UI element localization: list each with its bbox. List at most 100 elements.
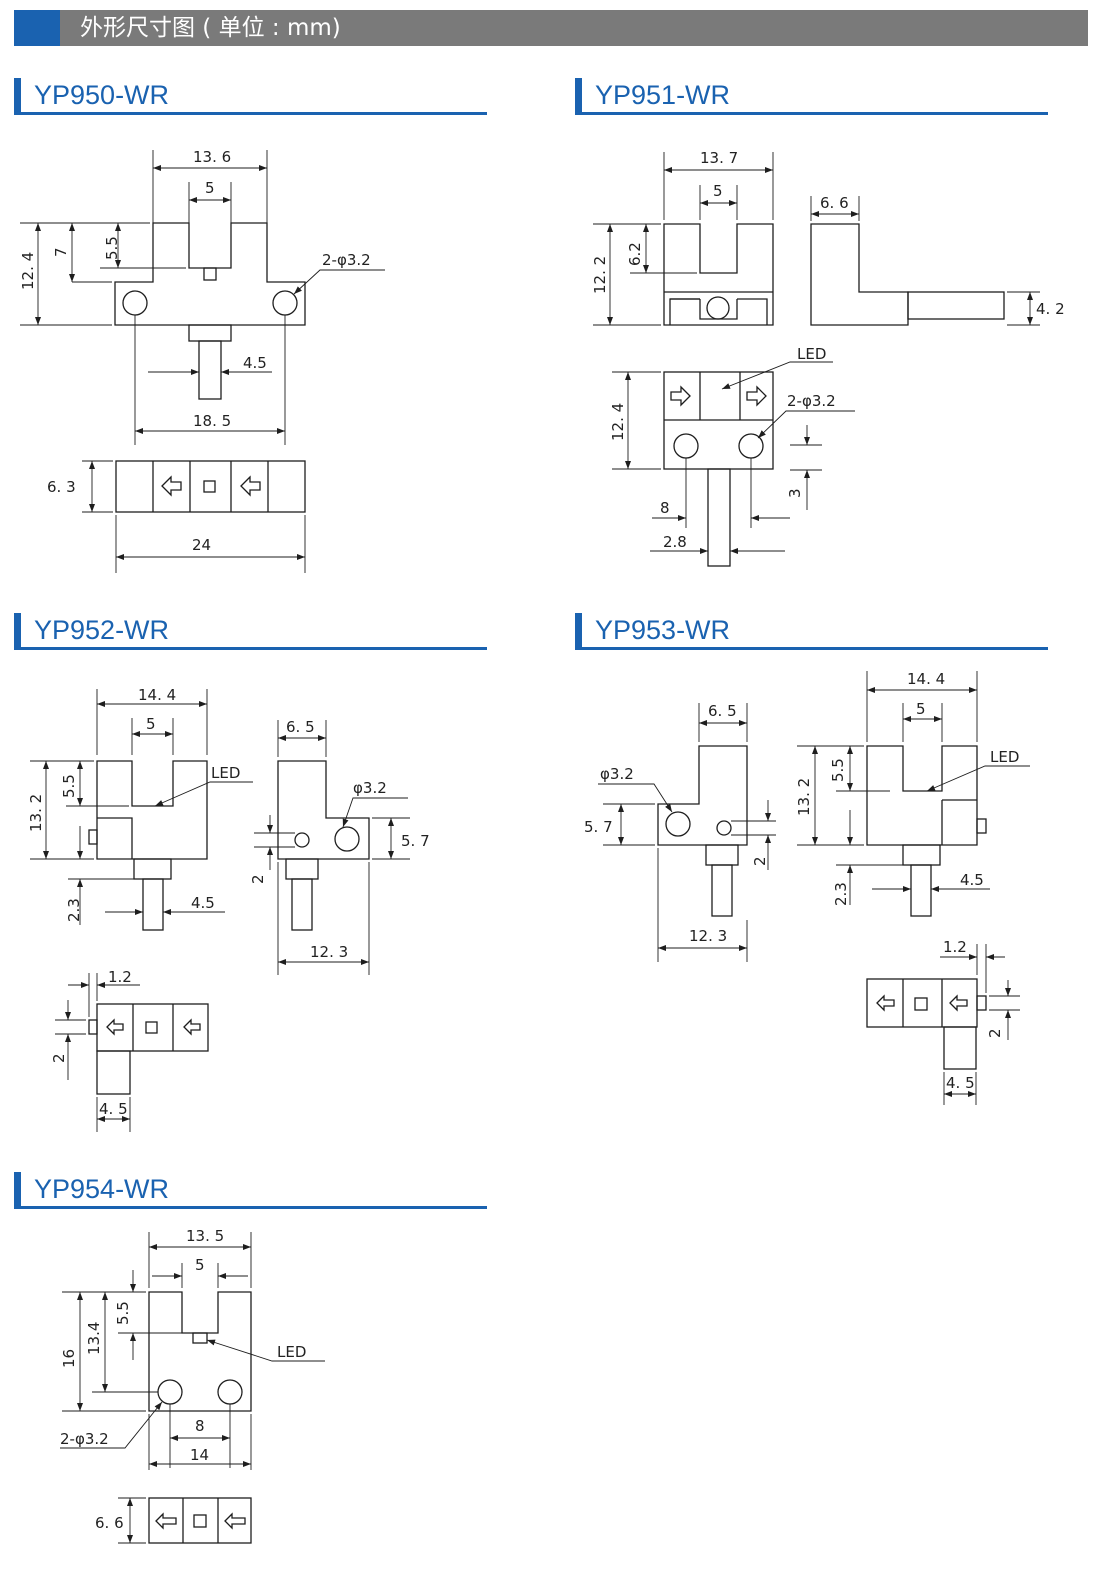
- section-accent-bar: [14, 1172, 21, 1206]
- drawing-yp954: 13. 5 5 16 13.4 5.5 LED 2-φ3.2 8 14 6. 6: [60, 1227, 325, 1544]
- top-view-outline: [115, 460, 306, 513]
- emitter-window: [914, 997, 928, 1011]
- label-led: LED: [277, 1343, 306, 1361]
- connector-pin: [707, 468, 731, 567]
- connector-pin: [198, 340, 222, 400]
- arrow-left-icon: [183, 1018, 201, 1036]
- led-bump: [192, 1332, 208, 1344]
- connector-pin: [291, 878, 313, 931]
- dim-16: 16: [60, 1349, 78, 1368]
- dim-12-3: 12. 3: [689, 927, 727, 945]
- arrow-left-icon: [240, 475, 261, 497]
- mounting-hole: [673, 433, 699, 459]
- section-accent-bar: [575, 613, 582, 647]
- drawing-yp951: 13. 7 5 12. 2 6.2 6. 6 4. 2 12. 4 LED 2-…: [591, 0, 1065, 567]
- dim-6-5: 6. 5: [286, 718, 315, 736]
- arrow-left-icon: [161, 475, 182, 497]
- dim-5: 5: [195, 1256, 205, 1274]
- dim-4-5: 4. 5: [99, 1100, 128, 1118]
- label-led: LED: [797, 345, 826, 363]
- section-rule: [14, 647, 487, 650]
- dim-hole-dia: φ3.2: [600, 765, 634, 783]
- side-view-outline: [810, 223, 909, 326]
- sensor-body-outline: [866, 745, 978, 846]
- dim-12-4: 12. 4: [609, 403, 627, 441]
- dim-2-8: 2.8: [663, 533, 687, 551]
- dim-6-6: 6. 6: [820, 194, 849, 212]
- section-rule: [575, 647, 1048, 650]
- section-accent-bar: [14, 78, 21, 112]
- dim-hole-dia: 2-φ3.2: [787, 392, 836, 410]
- dim-2-3: 2.3: [65, 898, 83, 922]
- dim-2-3: 2.3: [832, 882, 850, 906]
- sensor-body-outline: [114, 222, 306, 326]
- led-bump: [88, 829, 98, 845]
- dim-13-5: 13. 5: [186, 1227, 224, 1245]
- dim-hole-dia: 2-φ3.2: [322, 251, 371, 269]
- dim-12-4: 12. 4: [19, 252, 37, 290]
- dim-5-5: 5.5: [829, 758, 847, 782]
- section-rule: [575, 112, 1048, 115]
- label-led: LED: [211, 764, 240, 782]
- cable-stub: [907, 291, 1005, 320]
- dim-5-7: 5. 7: [401, 832, 430, 850]
- page-header: 外形尺寸图 ( 单位 : mm): [14, 10, 1088, 46]
- led-hole: [716, 820, 732, 836]
- model-name: YP954-WR: [34, 1174, 170, 1204]
- dim-4-5: 4. 5: [946, 1074, 975, 1092]
- led-bump: [88, 1019, 98, 1035]
- section-rule: [14, 1206, 487, 1209]
- dim-8: 8: [660, 499, 670, 517]
- dim-2: 2: [751, 856, 769, 866]
- mounting-hole: [217, 1379, 243, 1405]
- dim-18-5: 18. 5: [193, 412, 231, 430]
- dim-5: 5: [713, 182, 723, 200]
- dim-1-2: 1.2: [108, 968, 132, 986]
- dim-13-2: 13. 2: [795, 778, 813, 816]
- section-yp954: YP954-WR: [14, 1170, 487, 1209]
- connector-pin: [711, 864, 733, 917]
- top-view-outline: [96, 1003, 209, 1052]
- drawing-yp953: 6. 5 φ3.2 5. 7 2 12. 3 14. 4 5 13. 2 5.5…: [584, 670, 1030, 1105]
- sensor-body-outline: [96, 760, 208, 860]
- dim-12-3: 12. 3: [310, 943, 348, 961]
- connector-base: [188, 324, 232, 342]
- side-view-outline: [657, 745, 748, 846]
- connector-pin: [910, 864, 932, 917]
- arrow-right-icon: [746, 385, 767, 407]
- emitter-window: [203, 480, 216, 493]
- dim-13-6: 13. 6: [193, 148, 231, 166]
- model-name: YP950-WR: [34, 80, 170, 110]
- dim-6-3: 6. 3: [47, 478, 76, 496]
- led-bump: [976, 995, 987, 1011]
- side-view-outline: [277, 760, 370, 860]
- top-view-outline: [148, 1497, 252, 1544]
- section-accent-bar: [14, 613, 21, 647]
- connector-base: [96, 1050, 131, 1095]
- section-accent-bar: [575, 78, 582, 112]
- model-name: YP953-WR: [595, 615, 731, 645]
- dim-7: 7: [52, 247, 70, 257]
- dim-5-7: 5. 7: [584, 818, 613, 836]
- drawing-yp950: 13. 6 5 12. 4 7 5.5 2-φ3.2 4.5 18. 5 6. …: [19, 148, 385, 573]
- led-hole: [294, 832, 310, 848]
- connector-pin: [142, 878, 164, 931]
- dim-5-5: 5.5: [103, 236, 121, 260]
- arrow-left-icon: [949, 994, 968, 1012]
- dim-3: 3: [786, 488, 804, 498]
- dim-4-5: 4.5: [191, 894, 215, 912]
- sensor-slot-led: [203, 267, 217, 281]
- arrow-left-icon: [224, 1512, 246, 1530]
- dim-5: 5: [916, 700, 926, 718]
- dim-14-4: 14. 4: [138, 686, 176, 704]
- emitter-window: [145, 1021, 158, 1034]
- arrow-left-icon: [155, 1512, 177, 1530]
- dim-6-2: 6.2: [626, 242, 644, 266]
- section-yp951: YP951-WR: [575, 76, 1048, 115]
- section-yp952: YP952-WR: [14, 611, 487, 650]
- arrow-left-icon: [106, 1018, 124, 1036]
- sensor-body-outline: [148, 1291, 252, 1412]
- mounting-hole: [157, 1379, 183, 1405]
- label-led: LED: [990, 748, 1019, 766]
